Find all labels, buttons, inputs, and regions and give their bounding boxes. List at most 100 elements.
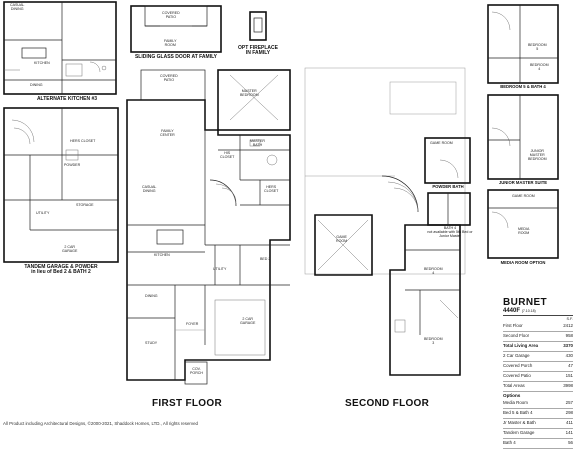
area-row-label: Covered Porch [503,363,533,368]
area-row: First Floor 2412 [503,322,573,330]
area-row: Total Areas 3998 [503,382,573,390]
area-row-label: Tandem Garage [503,430,535,435]
bedroom5-caption: BEDROOM 5 & BATH 4 [500,84,546,89]
ff-dining-label: DINING [145,294,158,298]
ff-kitchen-label: KITCHEN [154,253,170,257]
first-floor-plan [126,69,291,385]
area-row-label: Total Areas [503,383,525,388]
area-row-value: 47 [568,363,573,368]
area-row-label: Bath 4 [503,440,516,445]
media-caption: MEDIA ROOM OPTION [500,260,546,265]
powder-bath-caption: POWDER BATH [432,184,464,189]
tandem-powder-label: POWDER [64,163,81,167]
area-row: Covered Patio 151 [503,372,573,380]
second-floor-title: SECOND FLOOR [345,398,430,409]
area-row-label: 2 Car Garage [503,353,530,358]
ff-foyer-label: FOYER [186,322,199,326]
area-row: Tandem Garage 141 [503,429,573,437]
opt-media-game-room-label: GAME ROOM [512,194,535,198]
sliding-door-caption: SLIDING GLASS DOOR AT FAMILY [134,54,218,60]
area-row-label: Second Floor [503,333,530,338]
opt-powder-game-room-label: GAME ROOM [430,141,453,145]
tandem-hers-closet-label: HERS CLOSET [70,139,96,143]
area-row-value: 56 [568,440,573,445]
sf-column-header: S.F. [503,316,573,322]
area-row-value: 3998 [563,383,573,388]
area-row-label: Covered Patio [503,373,531,378]
alt-kitchen-plan [3,1,117,95]
ff-porch-label: COV.PORCH [190,367,203,375]
area-row: Jr Master & Bath 411 [503,419,573,427]
floor-plan-drawing [3,1,559,385]
area-row-value: 257 [565,400,573,405]
area-row-value: 3370 [563,343,573,348]
area-row-value: 151 [565,373,573,378]
area-row-value: 2412 [563,323,573,328]
area-row-value: 141 [565,430,573,435]
tandem-utility-label: UTILITY [36,211,50,215]
area-info-panel: BURNET 4440F (7.10.18) S.F. First Floor 2… [503,297,573,449]
alt-kitchen-dining-label-2: DINING [30,83,43,87]
area-row: Bed 5 & Bath 4 298 [503,409,573,417]
tandem-garage-plan [3,107,119,263]
area-row-label: Media Room [503,400,528,405]
ff-bed2-label: BED 2 [260,257,271,261]
area-row: 2 Car Garage 430 [503,352,573,360]
model-code: 4440F [503,308,521,314]
tandem-storage-label: STORAGE [76,203,94,207]
area-row-value: 430 [565,353,573,358]
area-row-value: 958 [565,333,573,338]
ff-study-label: STUDY [145,341,158,345]
copyright-footer: All Product including Architectural Desi… [3,421,198,426]
area-row: Covered Porch 47 [503,362,573,370]
junior-suite-caption: JUNIOR MASTER SUITE [498,180,548,185]
area-row: Total Living Area 3370 [503,342,573,350]
area-row-value: 411 [566,420,573,425]
sliding-door-plan [130,5,222,53]
model-number: 4440F (7.10.18) [503,308,573,314]
area-row: Media Room 257 [503,399,573,407]
area-row-label: First Floor [503,323,523,328]
ff-utility-label: UTILITY [213,267,227,271]
options-title: Options [503,393,521,398]
area-row: Second Floor 958 [503,332,573,340]
area-row-label: Jr Master & Bath [503,420,536,425]
revision-date: (7.10.18) [521,309,536,313]
area-row-label: Bed 5 & Bath 4 [503,410,533,415]
area-row-label: Total Living Area [503,343,539,348]
area-row-value: 298 [565,410,573,415]
alt-kitchen-caption: ALTERNATE KITCHEN #3 [36,96,98,102]
second-floor-plan [304,67,466,376]
fireplace-plan [249,11,267,41]
brand-name: BURNET [503,297,548,308]
option-plans [424,4,559,259]
alt-kitchen-kitchen-label: KITCHEN [34,61,50,65]
sf-header-text: S.F. [566,317,573,321]
first-floor-title: FIRST FLOOR [152,398,222,409]
area-row: Bath 4 56 [503,439,573,447]
